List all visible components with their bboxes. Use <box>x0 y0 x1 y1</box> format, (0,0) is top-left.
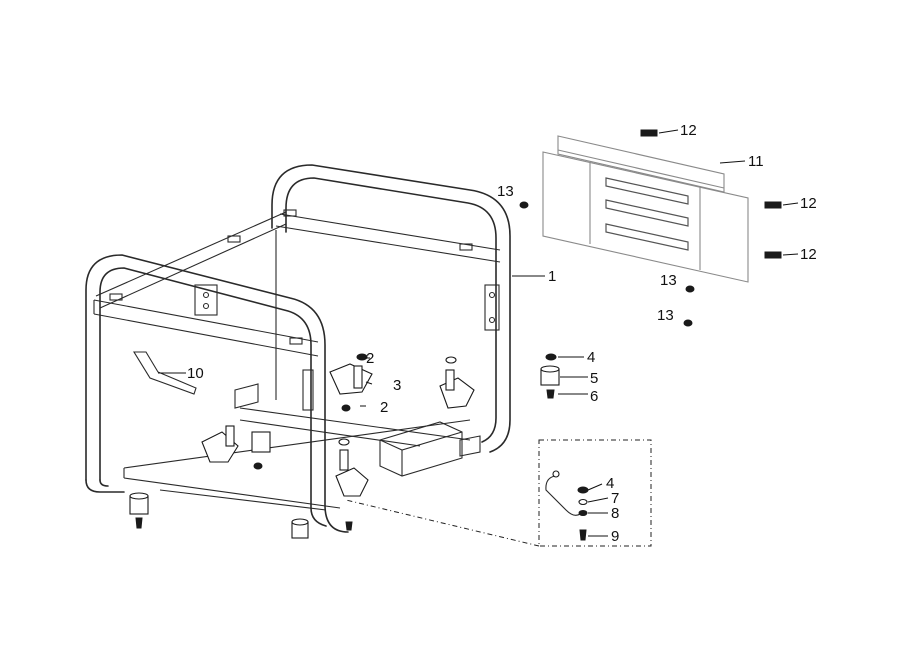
callout-12-top: 12 <box>680 122 697 139</box>
small-bolt-bottom <box>345 521 353 531</box>
screw-12-bottom <box>764 251 782 259</box>
callout-12-middle: 12 <box>800 195 817 212</box>
screw-12-top <box>640 129 658 137</box>
bracket-part-10 <box>133 351 197 395</box>
battery-tray <box>379 421 463 477</box>
leader-lines <box>158 129 799 537</box>
callout-13-left: 13 <box>497 183 514 200</box>
callout-2-upper: 2 <box>366 350 374 367</box>
callout-8: 8 <box>611 505 619 522</box>
screw-12-middle <box>764 201 782 209</box>
callout-5: 5 <box>590 370 598 387</box>
callout-6: 6 <box>590 388 598 405</box>
screw-13-left <box>519 201 529 209</box>
rubber-foot-left <box>129 492 149 529</box>
callout-4-main: 4 <box>587 349 595 366</box>
callout-labels: 1 2 2 3 4 5 6 4 7 8 9 10 11 12 12 12 13 … <box>187 122 817 545</box>
callout-1: 1 <box>548 268 556 285</box>
callout-11: 11 <box>748 153 764 170</box>
frame-assembly <box>85 164 511 533</box>
callout-2-lower: 2 <box>380 399 388 416</box>
callout-9: 9 <box>611 528 619 545</box>
vibration-mount-rear-left <box>329 353 373 412</box>
callout-7: 7 <box>611 490 619 507</box>
screw-13-mid <box>685 285 695 293</box>
callout-13-mid: 13 <box>660 272 677 289</box>
callout-4-inset: 4 <box>606 475 614 492</box>
callout-3: 3 <box>393 377 401 394</box>
callout-13-low: 13 <box>657 307 674 324</box>
vibration-mount-front-left <box>201 425 271 470</box>
detail-inset <box>345 439 652 547</box>
vibration-mount-rear-right <box>439 356 475 409</box>
side-panel-part-11 <box>542 135 749 283</box>
parts-4-5-6 <box>540 353 560 399</box>
rubber-foot-right <box>291 518 309 539</box>
callout-10: 10 <box>187 365 204 382</box>
screw-13-low <box>683 319 693 327</box>
callout-12-bottom: 12 <box>800 246 817 263</box>
vibration-mount-front-right <box>335 438 369 497</box>
